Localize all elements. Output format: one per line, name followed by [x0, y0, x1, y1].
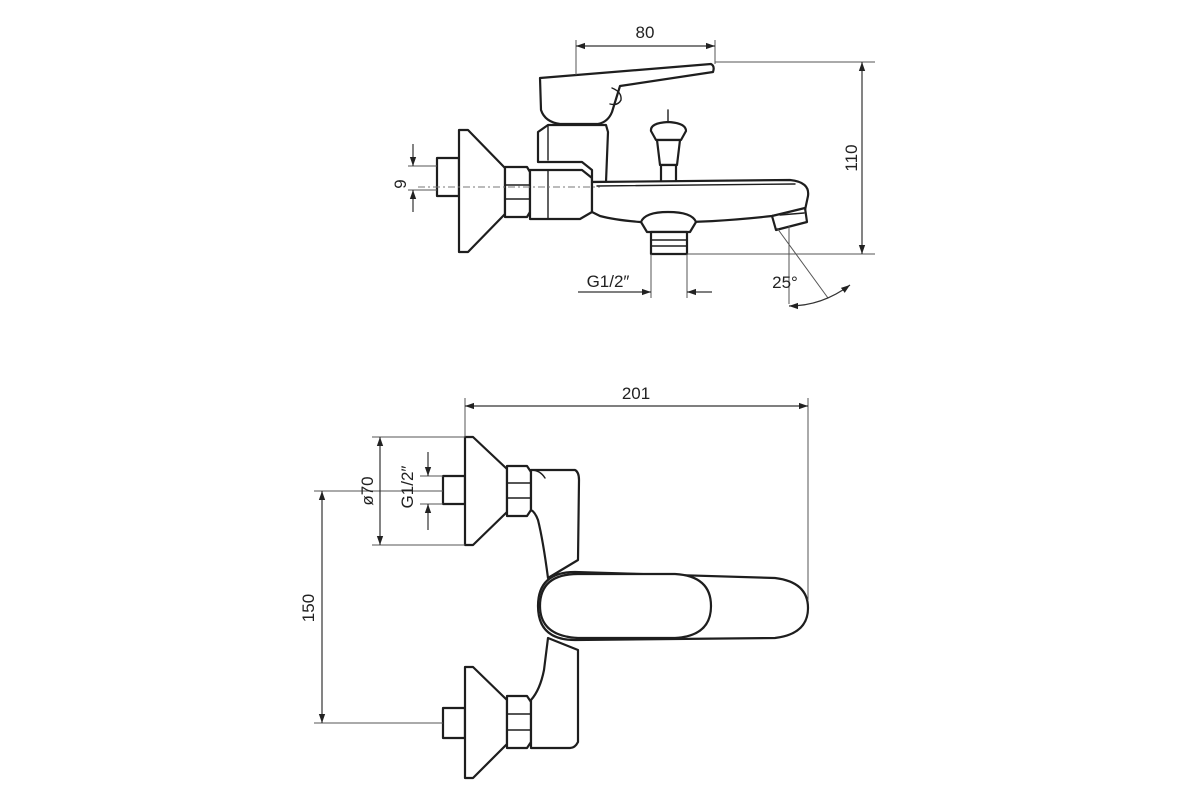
- dim-80: 80: [575, 23, 716, 75]
- side-diverter-knob: [649, 120, 688, 142]
- side-inlet-pipe: [435, 156, 461, 198]
- top-lower-escutcheon: [463, 665, 509, 780]
- dim-thread-side: G1/2″: [578, 254, 712, 298]
- top-lower-hex-nut: [505, 694, 533, 750]
- side-escutcheon: [457, 128, 507, 254]
- side-connector: [528, 168, 594, 221]
- dim-angle-label: 25°: [772, 273, 798, 292]
- dim-9: 9: [391, 144, 437, 212]
- top-body: [529, 468, 581, 580]
- dim-80-label: 80: [636, 23, 655, 42]
- dim-angle: 25°: [772, 226, 851, 310]
- side-view: 80 110 9 G1/2″: [391, 23, 875, 310]
- dim-110: 110: [687, 61, 875, 255]
- dim-thread-side-label: G1/2″: [587, 272, 630, 291]
- dim-201-label: 201: [622, 384, 650, 403]
- top-upper-inlet-pipe: [441, 474, 467, 506]
- dim-diameter: ø70: [358, 436, 465, 546]
- side-shower-outlet-cup: [639, 210, 698, 234]
- dim-diameter-label: ø70: [358, 476, 377, 505]
- side-spout: [590, 178, 810, 224]
- dim-150: 150: [299, 490, 443, 724]
- side-diverter-stem: [655, 138, 682, 167]
- dim-110-label: 110: [842, 144, 861, 171]
- dim-201: 201: [464, 384, 809, 600]
- top-upper-hex-nut: [505, 464, 533, 518]
- dim-150-label: 150: [299, 594, 318, 622]
- dim-thread-top-label: G1/2″: [398, 466, 417, 509]
- top-lower-inlet-pipe: [441, 706, 467, 740]
- top-body-lower: [529, 636, 580, 750]
- side-mixer-body: [536, 123, 610, 184]
- dim-9-label: 9: [391, 179, 410, 188]
- side-lever-handle: [538, 62, 715, 126]
- top-lever-cap: [538, 572, 713, 640]
- side-shower-outlet: [649, 230, 689, 256]
- dim-thread-top: G1/2″: [398, 452, 443, 530]
- top-upper-escutcheon: [463, 435, 509, 547]
- top-view: 201 150 ø70 G1/2″: [299, 384, 810, 780]
- side-hex-nut: [503, 165, 532, 219]
